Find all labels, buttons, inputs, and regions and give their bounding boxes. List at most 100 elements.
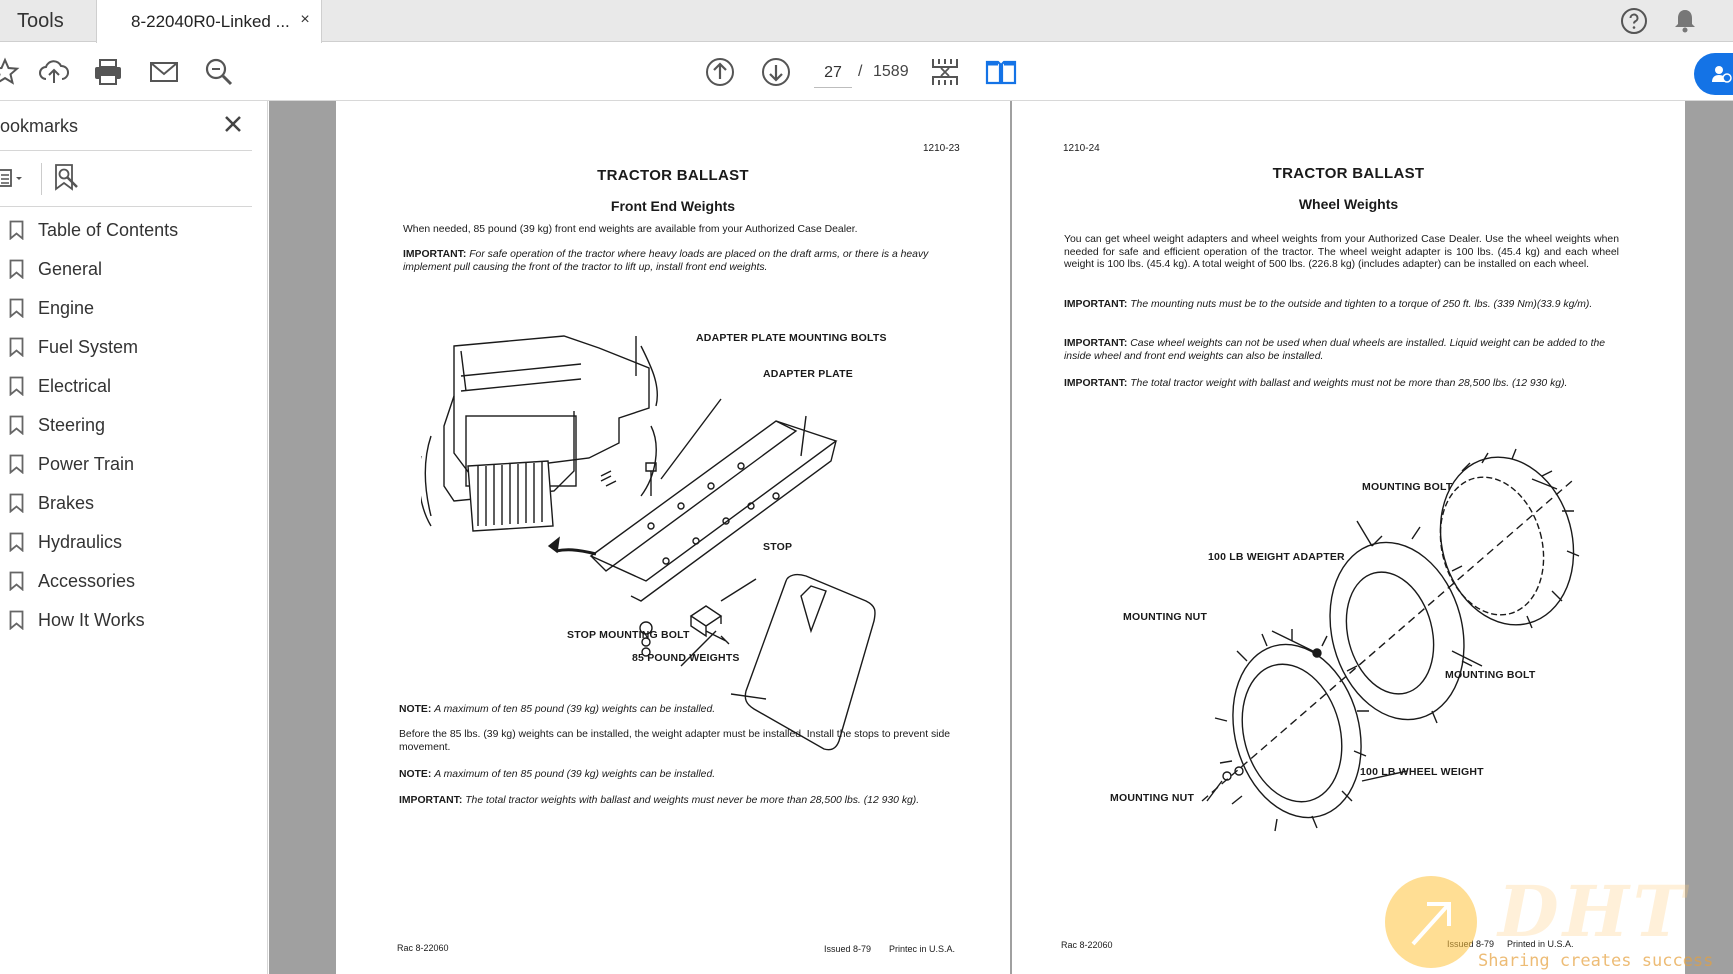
bookmark-label: Steering	[38, 415, 106, 435]
bookmark-label: Accessories	[38, 571, 136, 591]
important-label: IMPORTANT:	[403, 249, 467, 260]
bookmark-item[interactable]: Power Train	[0, 445, 252, 484]
callout-adapter-plate: ADAPTER PLATE	[763, 368, 853, 380]
bookmark-label: How It Works	[38, 610, 145, 630]
callout-weights: 85 POUND WEIGHTS	[632, 652, 740, 664]
page-1210-23: 1210-23 TRACTOR BALLAST Front End Weight…	[336, 101, 1010, 974]
bookmark-icon	[9, 454, 24, 474]
share-button[interactable]	[1694, 53, 1733, 95]
note-label: NOTE:	[399, 704, 432, 715]
bookmark-item[interactable]: Steering	[0, 406, 252, 445]
share-user-icon	[1712, 66, 1732, 83]
section-title: Front End Weights	[610, 198, 736, 214]
important-label: IMPORTANT:	[1064, 299, 1128, 310]
bookmark-label: Electrical	[38, 376, 112, 396]
options-menu-icon[interactable]	[0, 167, 30, 191]
tab-close-icon[interactable]: ×	[300, 11, 310, 28]
next-page-icon[interactable]	[759, 55, 793, 89]
two-page-view-icon[interactable]	[984, 55, 1018, 89]
callout-stop: STOP	[763, 541, 793, 553]
before-paragraph: Before the 85 lbs. (39 kg) weights can b…	[399, 729, 951, 753]
bookmark-star-icon[interactable]	[0, 55, 22, 89]
bookmark-label: Table of Contents	[38, 220, 179, 240]
important-label: IMPORTANT:	[1064, 378, 1128, 389]
tab-document[interactable]: 8-22040R0-Linked ...	[96, 0, 322, 43]
footer-issued: Issued 8-79	[824, 944, 872, 954]
note-paragraph: NOTE: A maximum of ten 85 pound (39 kg) …	[399, 769, 959, 782]
tab-tools[interactable]: Tools	[17, 9, 64, 32]
watermark-logo	[1385, 876, 1477, 968]
important-text: The mounting nuts must be to the outside…	[1130, 299, 1593, 310]
section-title: Wheel Weights	[1298, 196, 1399, 212]
footer-printed: Printed in U.S.A.	[1507, 939, 1574, 949]
bookmark-label: Brakes	[38, 493, 95, 513]
callout-weight-adapter: 100 LB WEIGHT ADAPTER	[1208, 551, 1345, 563]
note-label: NOTE:	[399, 769, 432, 780]
page-title: TRACTOR BALLAST	[597, 167, 749, 184]
bookmark-item[interactable]: Brakes	[0, 484, 252, 523]
important-text: For safe operation of the tractor where …	[403, 249, 929, 273]
bookmark-icon	[9, 415, 24, 435]
important-paragraph: IMPORTANT: The total tractor weights wit…	[399, 795, 959, 808]
bookmark-item[interactable]: How It Works	[0, 601, 252, 640]
bookmark-item[interactable]: Fuel System	[0, 328, 252, 367]
important-label: IMPORTANT:	[399, 795, 463, 806]
intro-paragraph: When needed, 85 pound (39 kg) front end …	[403, 224, 858, 235]
bookmark-icon	[9, 493, 24, 513]
callout-adapter-bolts: ADAPTER PLATE MOUNTING BOLTS	[696, 332, 887, 344]
note-text: A maximum of ten 85 pound (39 kg) weight…	[434, 769, 716, 780]
arrow-icon	[1411, 902, 1451, 946]
bookmark-search-icon[interactable]	[53, 163, 81, 193]
watermark-brand: DHT	[1498, 870, 1689, 953]
close-panel-icon[interactable]	[221, 112, 245, 136]
important-text: The total tractor weights with ballast a…	[465, 795, 920, 806]
bookmark-item[interactable]: General	[0, 250, 252, 289]
note-text: A maximum of ten 85 pound (39 kg) weight…	[434, 704, 716, 715]
callout-wheel-weight: 100 LB WHEEL WEIGHT	[1360, 766, 1484, 778]
bookmark-label: Engine	[38, 298, 95, 318]
wheel-weights-illustration	[1201, 448, 1580, 832]
fit-page-icon[interactable]	[928, 55, 962, 89]
bookmark-icon	[9, 220, 24, 240]
email-icon[interactable]	[147, 55, 181, 89]
page-separator: /	[858, 63, 863, 80]
important-text: Case wheel weights can not be used when …	[1064, 338, 1606, 362]
bookmark-icon	[9, 571, 24, 591]
help-icon[interactable]	[1619, 6, 1649, 36]
bookmarks-toolbar	[0, 151, 252, 207]
important-text: The total tractor weight with ballast an…	[1130, 378, 1568, 389]
print-icon[interactable]	[91, 55, 125, 89]
bookmark-label: Power Train	[38, 454, 135, 474]
bookmark-item[interactable]: Hydraulics	[0, 523, 252, 562]
bookmark-icon	[9, 259, 24, 279]
bookmarks-header: ookmarks	[0, 101, 252, 151]
toolbar: / 1589	[0, 43, 1733, 101]
important-label: IMPORTANT:	[1064, 338, 1128, 349]
bookmark-label: Hydraulics	[38, 532, 123, 552]
footer-ref: Rac 8-22060	[1061, 940, 1113, 950]
zoom-search-icon[interactable]	[202, 55, 236, 89]
footer-printed: Printec in U.S.A.	[889, 944, 956, 954]
document-viewer[interactable]: 1210-23 TRACTOR BALLAST Front End Weight…	[269, 101, 1733, 974]
page-number-input[interactable]	[814, 58, 852, 88]
upload-cloud-icon[interactable]	[37, 55, 71, 89]
bookmark-item[interactable]: Electrical	[0, 367, 252, 406]
bookmark-icon	[9, 532, 24, 552]
page-title: TRACTOR BALLAST	[1272, 165, 1425, 182]
footer-ref: Rac 8-22060	[397, 943, 449, 953]
important-paragraph: IMPORTANT: The mounting nuts must be to …	[1064, 299, 1619, 312]
watermark-slogan: Sharing creates success	[1478, 951, 1714, 971]
callout-mounting-bolt: MOUNTING BOLT	[1362, 481, 1453, 493]
important-paragraph: IMPORTANT: For safe operation of the tra…	[403, 249, 963, 274]
bookmark-icon	[9, 298, 24, 318]
bookmark-item[interactable]: Engine	[0, 289, 252, 328]
bookmark-icon	[9, 376, 24, 396]
bookmark-item[interactable]: Accessories	[0, 562, 252, 601]
bookmark-item[interactable]: Table of Contents	[0, 211, 252, 250]
bookmarks-title: ookmarks	[0, 116, 79, 136]
previous-page-icon[interactable]	[703, 55, 737, 89]
page-1210-24: 1210-24 TRACTOR BALLAST Wheel Weights Yo…	[1012, 101, 1685, 974]
bell-icon[interactable]	[1670, 6, 1700, 36]
